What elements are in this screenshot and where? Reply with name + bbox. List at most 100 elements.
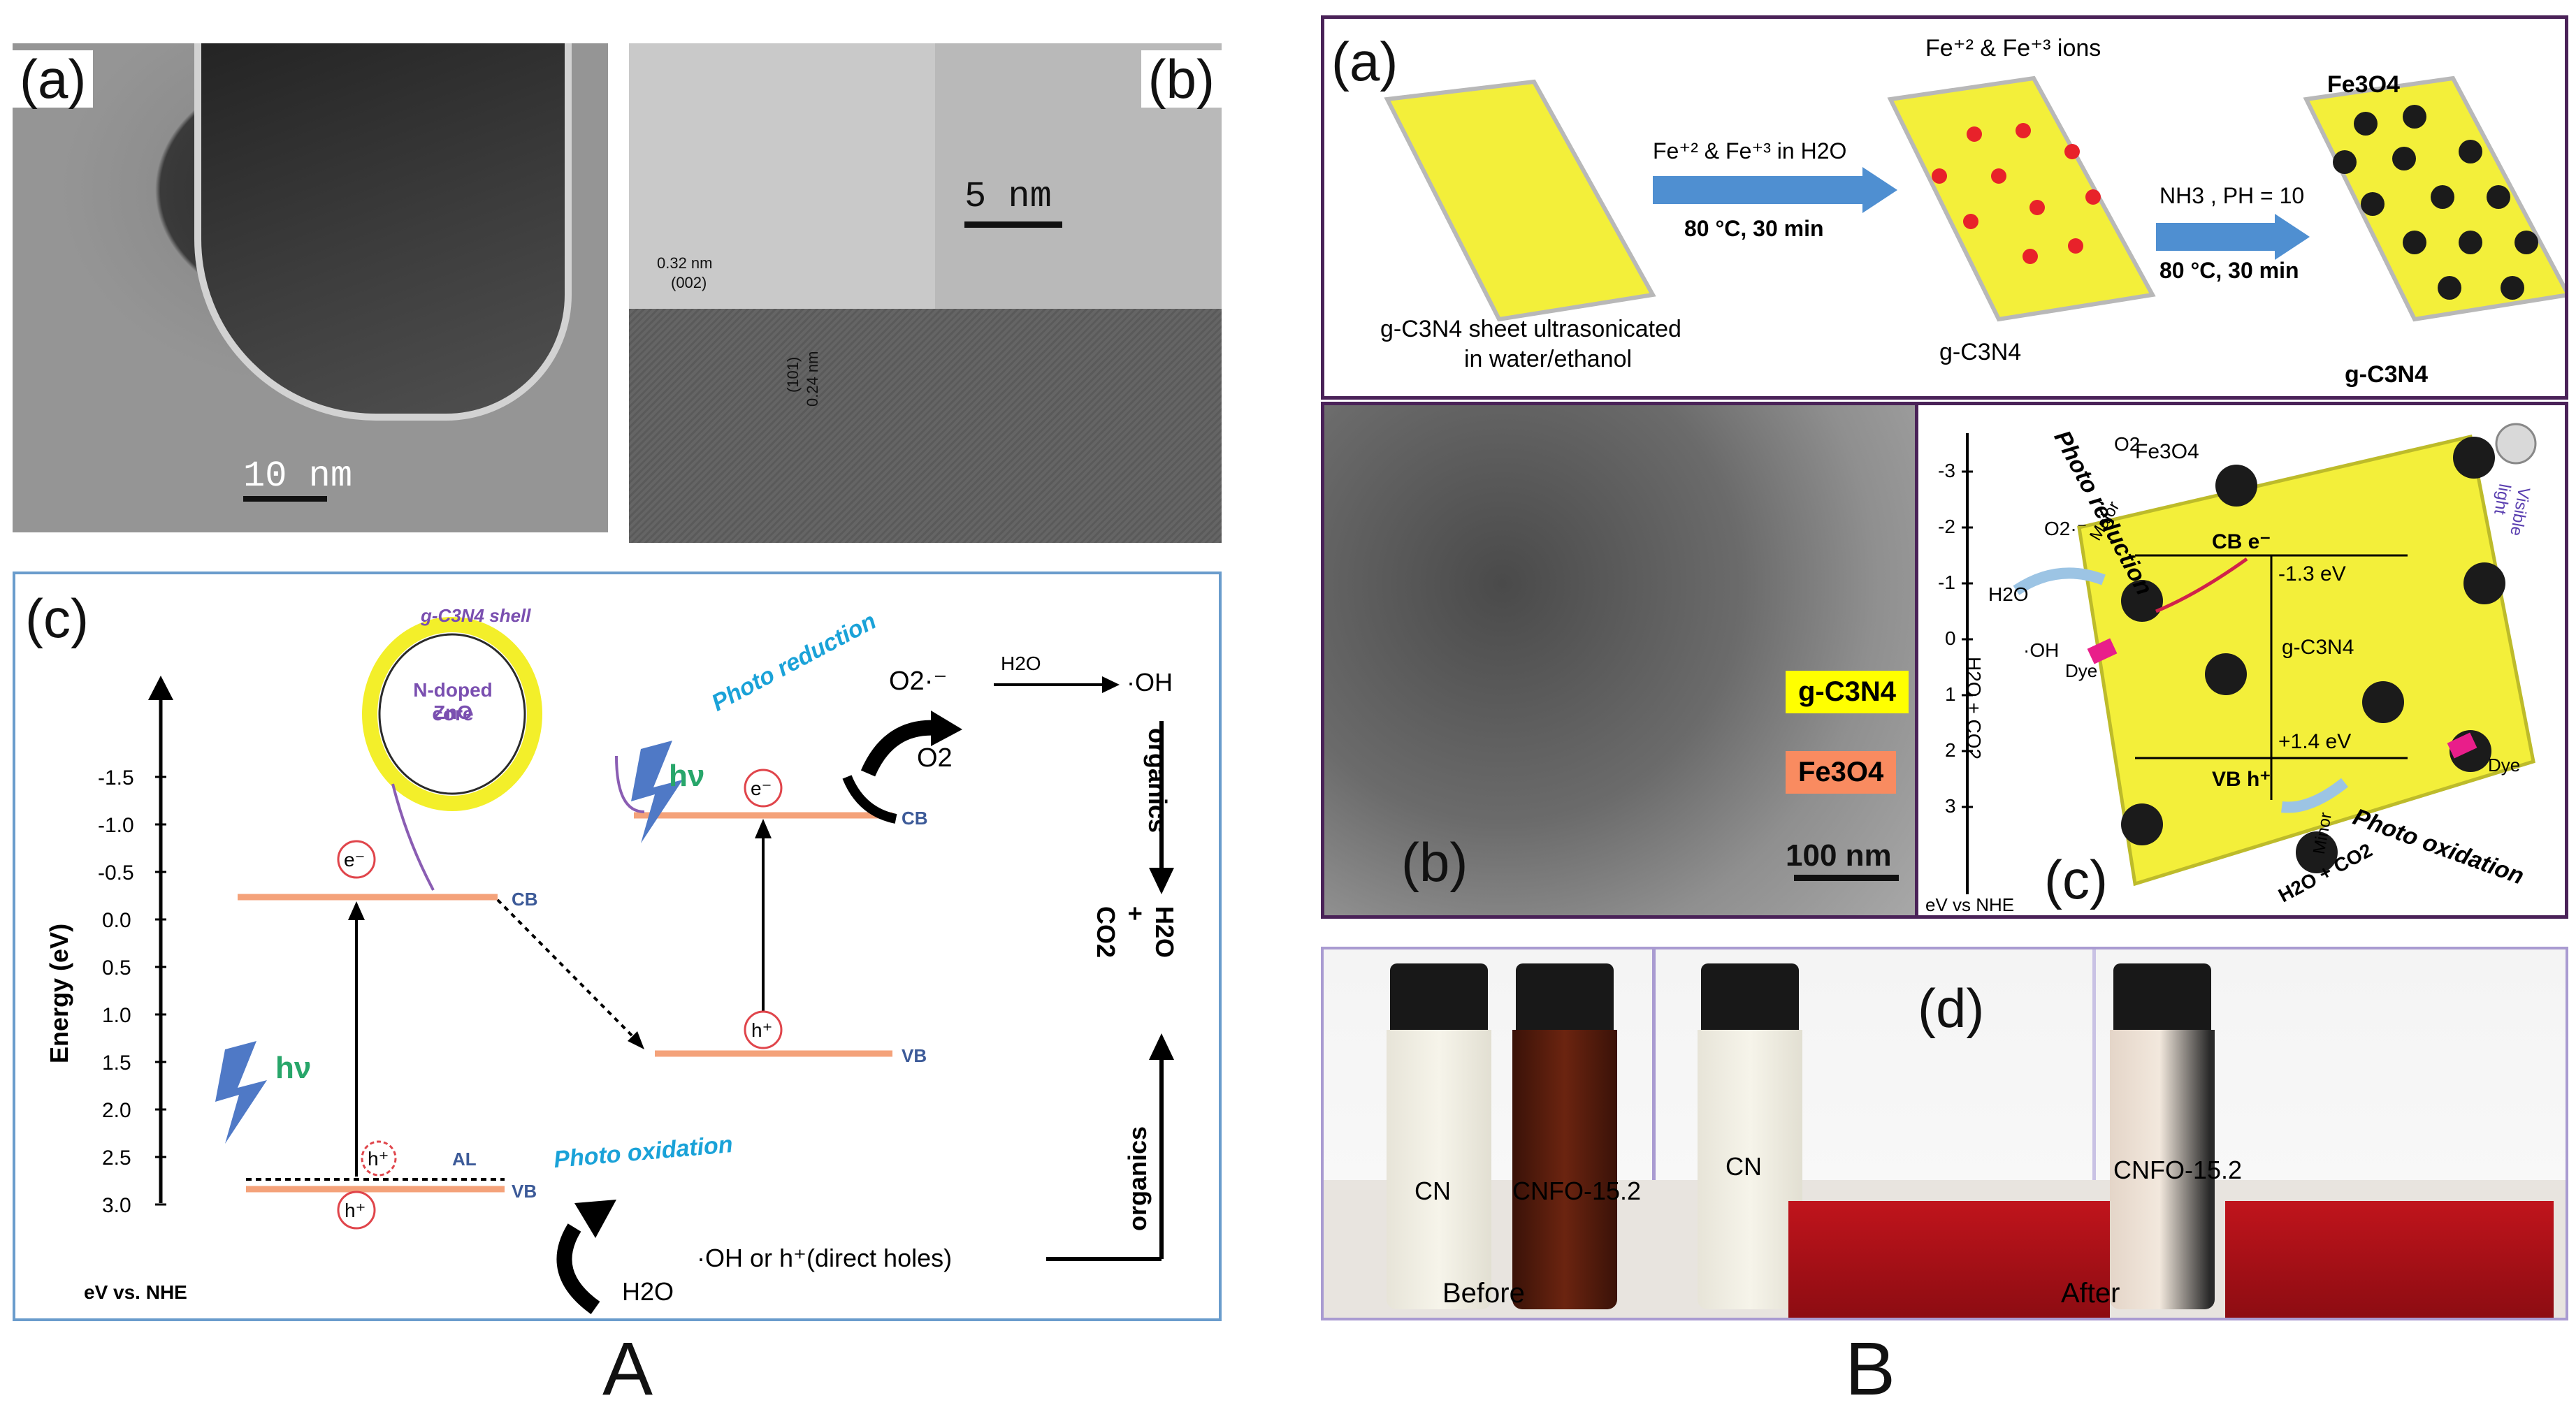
ions-label: Fe⁺² & Fe⁺³ ions bbox=[1925, 35, 2101, 61]
core-label-1: N-doped ZnO bbox=[413, 679, 493, 723]
tick-label: -3 bbox=[1938, 460, 1955, 481]
step2-text-1: NH3 , PH = 10 bbox=[2159, 183, 2305, 208]
tick-label: 2.0 bbox=[102, 1099, 131, 1122]
fe3o4-dots bbox=[2121, 437, 2505, 873]
hole-circle-1 bbox=[744, 1010, 783, 1049]
vial-cap bbox=[1516, 963, 1614, 1030]
panel-label: (b) bbox=[1141, 50, 1222, 108]
vial-photo: (d) CN CNFO-15.2 Before CN CNFO-15.2 Aft… bbox=[1321, 947, 2568, 1320]
panel-label: (c) bbox=[25, 588, 89, 649]
figure-caption-b: B bbox=[1845, 1326, 1896, 1411]
tick-label: -0.5 bbox=[98, 861, 134, 885]
tick-label: -1 bbox=[1938, 572, 1955, 593]
gcn-label-right: g-C3N4 bbox=[2345, 361, 2429, 388]
hole-label-dashed: h⁺ bbox=[368, 1148, 389, 1170]
scale-bar bbox=[1794, 875, 1899, 881]
tick-marks bbox=[155, 776, 166, 1206]
oxidation-flow bbox=[2281, 778, 2348, 813]
tem-image-b-right: (b) g-C3N4 Fe3O4 100 nm bbox=[1321, 402, 1922, 919]
o2-radical-label: O2·⁻ bbox=[2044, 518, 2087, 539]
reduction-flow bbox=[2013, 567, 2106, 595]
photo-divider bbox=[1652, 949, 1656, 1318]
zno-vb-label: VB bbox=[512, 1181, 537, 1202]
panel-label: (c) bbox=[2044, 849, 2108, 910]
mechanism-svg bbox=[1962, 423, 2537, 894]
h2o-top-label: H2O bbox=[1001, 653, 1041, 674]
gcn-vb-label: VB bbox=[902, 1045, 927, 1066]
oh-label: ·OH bbox=[2023, 639, 2060, 661]
dye-label-1: Dye bbox=[2065, 660, 2098, 681]
o2-label: O2 bbox=[917, 743, 953, 773]
step2-arrow bbox=[2156, 223, 2282, 251]
fe-ions bbox=[1932, 123, 2101, 264]
vial-cap bbox=[2113, 963, 2211, 1030]
oh-holes-label: ·OH or h⁺(direct holes) bbox=[697, 1244, 953, 1272]
products-label: H2O + CO2 bbox=[1092, 906, 1179, 959]
cn-label-after: CN bbox=[1725, 1152, 1762, 1181]
scale-bar bbox=[243, 496, 327, 502]
tick-label: 0.0 bbox=[102, 909, 131, 932]
lattice-region bbox=[629, 309, 1222, 543]
panel-label: (b) bbox=[1401, 831, 1468, 893]
organics-bottom-label: organics bbox=[1123, 1126, 1152, 1231]
gcn-sheet bbox=[2077, 434, 2535, 887]
oxidation-curve-arrow bbox=[556, 1223, 600, 1314]
h2o-bottom-label: H2O bbox=[622, 1277, 674, 1306]
tick-label: 2 bbox=[1945, 739, 1956, 761]
step1-text-2: 80 °C, 30 min bbox=[1684, 216, 1824, 241]
core-pointer bbox=[391, 783, 435, 891]
step2-text-2: 80 °C, 30 min bbox=[2159, 258, 2299, 283]
organics-top-label: organics bbox=[1143, 728, 1172, 834]
hv-label-1: hν bbox=[275, 1051, 312, 1085]
electron-circle-2 bbox=[744, 769, 783, 808]
tick-label: 3 bbox=[1945, 795, 1956, 817]
plane-text: (002) bbox=[671, 274, 707, 291]
axis-ticks bbox=[1962, 470, 1973, 808]
tick-label: 1.5 bbox=[102, 1051, 131, 1075]
h2o-label: H2O bbox=[1988, 583, 2029, 605]
particle-edge bbox=[194, 43, 572, 421]
vial-cn-before bbox=[1387, 1030, 1491, 1309]
energy-axis-label: Energy (eV) bbox=[45, 923, 73, 1063]
tick-label: -2 bbox=[1938, 516, 1955, 537]
shell-pointer bbox=[615, 755, 645, 813]
o2-label: O2 bbox=[2114, 433, 2141, 455]
vb-level-label: +1.4 eV bbox=[2278, 730, 2352, 753]
nhe-label: eV vs. NHE bbox=[84, 1281, 187, 1303]
al-label: AL bbox=[452, 1149, 477, 1170]
dye-label-2: Dye bbox=[2488, 755, 2521, 776]
tick-label: 0.5 bbox=[102, 956, 131, 980]
zno-core bbox=[378, 633, 526, 795]
after-label: After bbox=[2061, 1278, 2120, 1309]
electron-transfer-arrow bbox=[496, 898, 639, 1042]
hole-label-1: h⁺ bbox=[751, 1019, 773, 1041]
tick-label: 0 bbox=[1945, 627, 1956, 649]
cnfo-label-after: CNFO-15.2 bbox=[2113, 1156, 2243, 1184]
cnfo-label-before: CNFO-15.2 bbox=[1512, 1177, 1642, 1205]
mechanism-panel: -3 -2 -1 0 1 2 3 Photo reduction O2 O2·⁻… bbox=[1915, 402, 2568, 919]
fe3o4-particles bbox=[2333, 105, 2538, 300]
step1-arrow bbox=[1653, 176, 1869, 204]
scale-text: 5 nm bbox=[964, 176, 1052, 217]
sheet-2 bbox=[1887, 75, 2156, 322]
tick-label: 1.0 bbox=[102, 1004, 131, 1027]
gcn-label: g-C3N4 bbox=[2282, 636, 2354, 659]
fe3o4-label: Fe3O4 bbox=[2135, 440, 2199, 463]
energy-axis-arrow bbox=[148, 676, 173, 700]
tick-label: -1.0 bbox=[98, 814, 134, 837]
cn-label-before: CN bbox=[1414, 1177, 1451, 1205]
scale-text: 10 nm bbox=[243, 456, 353, 497]
sun-icon bbox=[2495, 423, 2537, 465]
vial-cap bbox=[1701, 963, 1799, 1030]
step1-text-1: Fe⁺² & Fe⁺³ in H2O bbox=[1653, 138, 1847, 163]
sheet-1 bbox=[1384, 79, 1656, 322]
o2-radical-label: O2·⁻ bbox=[889, 667, 948, 696]
band-diagram-a: (c) g-C3N4 shell N-doped ZnO core Photo … bbox=[13, 572, 1222, 1321]
spacing-text: 0.32 nm bbox=[657, 254, 713, 272]
synthesis-scheme: (a) Fe⁺² & Fe⁺³ ions Fe⁺² & Fe⁺³ in H2O … bbox=[1321, 15, 2568, 400]
scale-bar bbox=[964, 221, 1062, 228]
scale-text: 100 nm bbox=[1786, 838, 1892, 873]
electron-label-1: e⁻ bbox=[344, 849, 366, 871]
gcn-cb-label: CB bbox=[902, 808, 928, 829]
dye-1 bbox=[2087, 638, 2118, 664]
